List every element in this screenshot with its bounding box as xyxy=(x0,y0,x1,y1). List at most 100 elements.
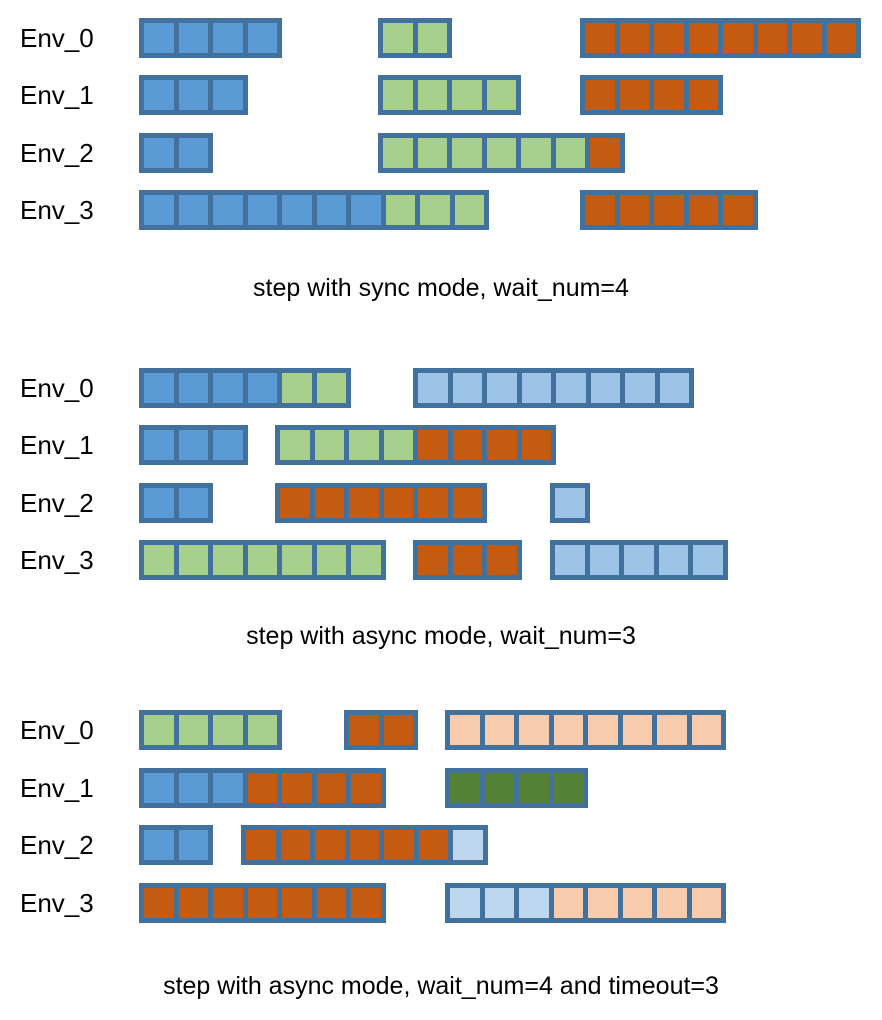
orange-step-cell xyxy=(246,830,276,860)
light-blue-step-cell xyxy=(418,373,448,403)
step-bar xyxy=(139,540,386,580)
step-bar xyxy=(378,18,452,58)
light-blue-step-cell xyxy=(693,545,723,575)
step-bar xyxy=(550,540,728,580)
orange-step-cell xyxy=(590,138,620,168)
orange-step-cell xyxy=(349,830,379,860)
pale-blue-step-cell xyxy=(450,888,480,918)
orange-step-cell xyxy=(792,23,822,53)
green-step-cell xyxy=(213,715,243,745)
panel-caption-async: step with async mode, wait_num=3 xyxy=(246,622,636,650)
peach-step-cell xyxy=(588,715,618,745)
step-bar xyxy=(413,368,694,408)
step-bar xyxy=(139,768,386,808)
env-label: Env_1 xyxy=(20,80,94,110)
env-label: Env_0 xyxy=(20,715,94,745)
orange-step-cell xyxy=(585,23,615,53)
env-row-env_2: Env_2 xyxy=(0,133,882,173)
env-label: Env_1 xyxy=(20,430,94,460)
env-row-env_0: Env_0 xyxy=(0,18,882,58)
blue-step-cell xyxy=(144,195,174,225)
green-step-cell xyxy=(383,80,413,110)
green-step-cell xyxy=(385,195,415,225)
peach-step-cell xyxy=(553,715,583,745)
green-step-cell xyxy=(486,138,516,168)
panel-caption-sync: step with sync mode, wait_num=4 xyxy=(253,274,629,302)
orange-step-cell xyxy=(383,488,413,518)
blue-step-cell xyxy=(144,773,174,803)
orange-step-cell xyxy=(418,430,448,460)
orange-step-cell xyxy=(619,23,649,53)
env-row-env_1: Env_1 xyxy=(0,768,882,808)
step-bar xyxy=(139,75,248,115)
peach-step-cell xyxy=(691,888,721,918)
green-step-cell xyxy=(417,23,447,53)
light-blue-step-cell xyxy=(624,545,654,575)
orange-step-cell xyxy=(280,830,310,860)
light-blue-step-cell xyxy=(556,373,586,403)
green-step-cell xyxy=(555,138,585,168)
blue-step-cell xyxy=(144,488,174,518)
orange-step-cell xyxy=(316,773,346,803)
peach-step-cell xyxy=(450,715,480,745)
green-step-cell xyxy=(316,545,346,575)
orange-step-cell xyxy=(487,545,517,575)
peach-step-cell xyxy=(553,888,583,918)
peach-step-cell xyxy=(588,888,618,918)
orange-step-cell xyxy=(654,195,684,225)
env-row-env_3: Env_3 xyxy=(0,190,882,230)
light-blue-step-cell xyxy=(555,488,585,518)
orange-step-cell xyxy=(619,195,649,225)
orange-step-cell xyxy=(144,888,174,918)
green-step-cell xyxy=(351,545,381,575)
orange-step-cell xyxy=(521,430,551,460)
light-blue-step-cell xyxy=(521,373,551,403)
orange-step-cell xyxy=(280,488,310,518)
step-bar xyxy=(378,133,625,173)
green-step-cell xyxy=(144,545,174,575)
env-row-env_0: Env_0 xyxy=(0,368,882,408)
green-step-cell xyxy=(178,545,208,575)
blue-step-cell xyxy=(282,195,312,225)
env-row-env_1: Env_1 xyxy=(0,425,882,465)
orange-step-cell xyxy=(688,195,718,225)
light-blue-step-cell xyxy=(659,373,689,403)
green-step-cell xyxy=(280,430,310,460)
env-row-env_2: Env_2 xyxy=(0,483,882,523)
orange-step-cell xyxy=(418,545,448,575)
dark-green-step-cell xyxy=(553,773,583,803)
orange-step-cell xyxy=(654,80,684,110)
blue-step-cell xyxy=(247,373,277,403)
env-label: Env_0 xyxy=(20,23,94,53)
orange-step-cell xyxy=(452,430,482,460)
orange-step-cell xyxy=(452,488,482,518)
orange-step-cell xyxy=(688,23,718,53)
pale-blue-step-cell xyxy=(453,830,483,860)
green-step-cell xyxy=(282,545,312,575)
step-bar xyxy=(275,425,556,465)
blue-step-cell xyxy=(144,373,174,403)
step-bar xyxy=(580,18,861,58)
env-label: Env_3 xyxy=(20,545,94,575)
env-row-env_0: Env_0 xyxy=(0,710,882,750)
orange-step-cell xyxy=(351,773,381,803)
orange-step-cell xyxy=(316,888,346,918)
orange-step-cell xyxy=(723,23,753,53)
orange-step-cell xyxy=(688,80,718,110)
env-label: Env_2 xyxy=(20,830,94,860)
blue-step-cell xyxy=(178,373,208,403)
blue-step-cell xyxy=(213,195,243,225)
green-step-cell xyxy=(247,545,277,575)
step-bar xyxy=(378,75,521,115)
light-blue-step-cell xyxy=(452,373,482,403)
orange-step-cell xyxy=(213,888,243,918)
orange-step-cell xyxy=(282,773,312,803)
green-step-cell xyxy=(452,138,482,168)
light-blue-step-cell xyxy=(589,545,619,575)
green-step-cell xyxy=(486,80,516,110)
blue-step-cell xyxy=(213,373,243,403)
step-bar xyxy=(445,883,726,923)
green-step-cell xyxy=(213,545,243,575)
orange-step-cell xyxy=(757,23,787,53)
step-bar xyxy=(445,768,588,808)
